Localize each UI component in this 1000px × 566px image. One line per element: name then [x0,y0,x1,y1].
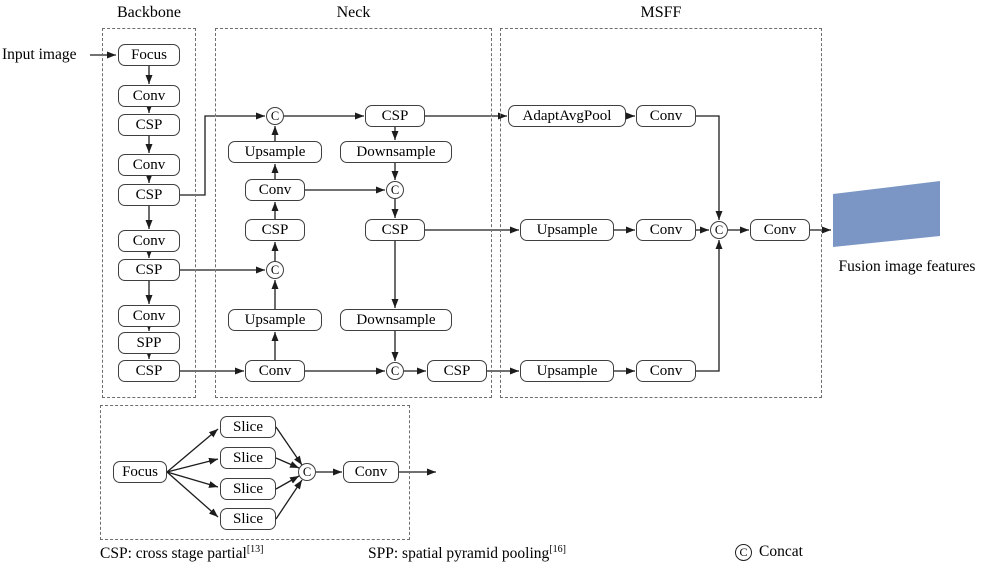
focus-detail-slice1: Slice [220,416,276,438]
neck-node-csp-top: CSP [365,105,425,127]
legend-spp-ref: [16] [549,544,566,555]
backbone-node-csp1: CSP [118,114,180,136]
neck-concat-mid-left-icon: C [266,261,284,279]
neck-node-csp-mid-left: CSP [245,219,305,241]
backbone-node-conv4: Conv [118,305,180,327]
backbone-node-conv3: Conv [118,230,180,252]
backbone-node-csp3: CSP [118,259,180,281]
backbone-node-conv2: Conv [118,154,180,176]
focus-detail-focus: Focus [113,461,167,483]
backbone-node-conv1: Conv [118,85,180,107]
msff-region [500,28,822,398]
focus-detail-conv: Conv [343,461,399,483]
neck-section-label: Neck [336,4,371,21]
backbone-section-label: Backbone [117,4,181,21]
focus-detail-slice3: Slice [220,478,276,500]
legend-concat: C Concat [735,543,803,561]
msff-node-conv-out: Conv [750,219,810,241]
msff-node-conv-bottom: Conv [636,360,696,382]
concat-symbol-icon: C [735,543,752,561]
focus-detail-concat-icon: C [298,463,316,481]
neck-concat-top-icon: C [266,107,284,125]
neck-region [215,28,492,398]
fusion-features-label: Fusion image features [838,258,976,275]
backbone-node-spp: SPP [118,332,180,354]
backbone-region [102,28,196,398]
focus-detail-region [100,405,410,540]
neck-node-csp-bottom: CSP [427,360,487,382]
neck-concat-bottom-icon: C [386,362,404,380]
msff-node-upsample-bottom: Upsample [520,360,614,382]
neck-node-conv-mid: Conv [245,179,305,201]
msff-node-conv-top: Conv [636,105,696,127]
backbone-node-csp4: CSP [118,360,180,382]
legend-spp-text: SPP: spatial pyramid pooling [368,545,550,563]
msff-node-upsample-mid: Upsample [520,219,614,241]
legend-csp: CSP: cross stage partial[13] [100,544,263,563]
neck-node-csp-mid-right: CSP [365,219,425,241]
neck-node-upsample-bottom: Upsample [228,309,322,331]
legend-csp-text: CSP: cross stage partial [100,545,247,563]
focus-detail-slice4: Slice [220,508,276,530]
legend-spp: SPP: spatial pyramid pooling[16] [368,544,566,563]
connection-arrows [90,51,831,520]
neck-node-conv-bottom: Conv [245,360,305,382]
input-image-label: Input image [2,46,77,63]
msff-node-conv-mid: Conv [636,219,696,241]
neck-node-upsample-top: Upsample [228,141,322,163]
msff-node-adaptavgpool: AdaptAvgPool [508,105,626,127]
backbone-node-focus: Focus [118,44,180,66]
legend-concat-text: Concat [759,543,803,560]
neck-concat-mid-right-icon: C [386,181,404,199]
focus-detail-slice2: Slice [220,447,276,469]
msff-concat-icon: C [710,221,728,239]
neck-node-downsample-top: Downsample [340,141,452,163]
backbone-node-csp2: CSP [118,184,180,206]
msff-section-label: MSFF [640,4,682,21]
legend-csp-ref: [13] [246,544,264,555]
fusion-output-shape [833,181,940,247]
neck-node-downsample-bottom: Downsample [340,309,452,331]
